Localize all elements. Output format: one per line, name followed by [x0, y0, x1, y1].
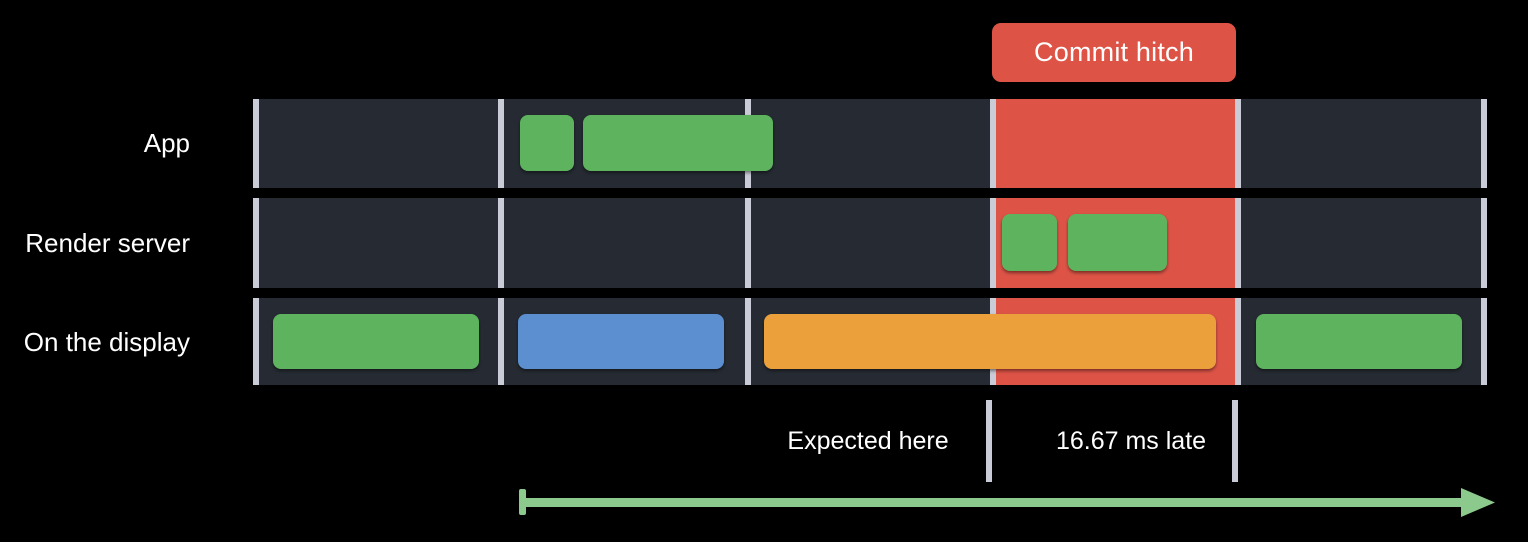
frame-block	[1256, 314, 1462, 369]
frame-block	[273, 314, 479, 369]
frame-tick	[253, 298, 259, 385]
work-block	[1002, 214, 1057, 271]
annotation-expected-here: Expected here	[787, 427, 949, 455]
annotation-late: 16.67 ms late	[1055, 427, 1207, 455]
work-block	[520, 115, 574, 171]
track-display-inner	[253, 298, 1487, 385]
frame-block	[518, 314, 724, 369]
frame-tick	[253, 198, 259, 288]
row-label-display: On the display	[23, 327, 190, 357]
row-label-col-render-server: Render server	[0, 198, 190, 288]
track-render-server	[253, 198, 1487, 288]
frame-tick	[1235, 99, 1241, 188]
frame-tick	[745, 298, 751, 385]
row-label-app: App	[143, 128, 190, 158]
work-block	[1068, 214, 1167, 271]
frame-tick	[990, 99, 996, 188]
frame-tick	[1481, 298, 1487, 385]
commit-hitch-label: Commit hitch	[1034, 37, 1194, 67]
late-marker-line	[1232, 400, 1238, 482]
frame-tick	[990, 198, 996, 288]
frame-tick	[498, 198, 504, 288]
frame-tick	[1481, 198, 1487, 288]
frame-tick	[498, 99, 504, 188]
frame-tick	[1235, 198, 1241, 288]
frame-tick	[253, 99, 259, 188]
frame-tick	[1481, 99, 1487, 188]
frame-tick	[1235, 298, 1241, 385]
commit-hitch-callout: Commit hitch	[992, 23, 1236, 82]
track-display	[253, 298, 1487, 385]
row-label-col-display: On the display	[0, 298, 190, 385]
frame-tick	[745, 198, 751, 288]
track-app	[253, 99, 1487, 188]
frame-tick	[498, 298, 504, 385]
track-app-inner	[253, 99, 1487, 188]
work-block	[583, 115, 773, 171]
expected-marker-line	[986, 400, 992, 482]
row-label-render-server: Render server	[25, 228, 190, 258]
frame-block	[764, 314, 1216, 369]
time-axis-arrow	[519, 488, 1495, 517]
track-render-server-inner	[253, 198, 1487, 288]
row-label-col-app: App	[0, 99, 190, 188]
hitch-band-app	[990, 99, 1235, 188]
